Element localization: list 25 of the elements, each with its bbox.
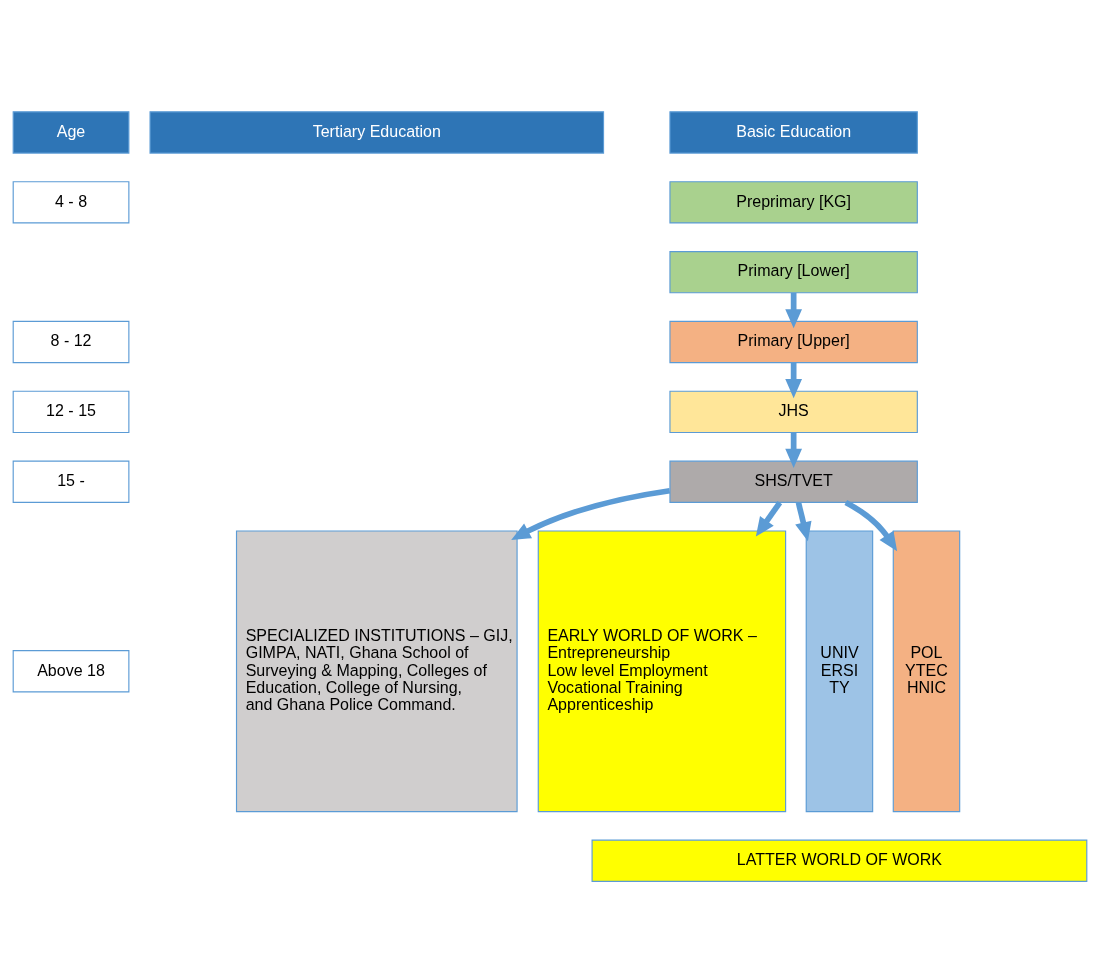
node-box: Preprimary [KG] [669, 181, 918, 224]
node-box: POL YTEC HNIC [892, 530, 961, 813]
node-box: 4 - 8 [12, 181, 130, 224]
node-box: 15 - [12, 460, 130, 503]
node-box: Age [12, 111, 130, 154]
node-box: 12 - 15 [12, 390, 130, 434]
arrow [755, 500, 783, 537]
node-box: JHS [669, 390, 918, 434]
arrow [511, 487, 671, 540]
arrow [785, 432, 802, 469]
node-box: Above 18 [12, 650, 130, 693]
node-box: SPECIALIZED INSTITUTIONS – GIJ, GIMPA, NATI, Ghana School of Surveying & Mapping, Colleges of Education, College of Nursing, and Ghana Police Command. [235, 530, 518, 813]
node-box: UNIV ERSI TY [805, 530, 874, 813]
node-box: LATTER WORLD OF WORK [591, 839, 1088, 882]
node-box: Primary [Lower] [669, 251, 918, 294]
arrow [795, 501, 812, 542]
node-box: SHS/TVET [669, 460, 918, 503]
node-box: 8 - 12 [12, 320, 130, 364]
node-box: Tertiary Education [149, 111, 605, 154]
arrow [844, 499, 898, 552]
arrow [785, 362, 802, 399]
node-box: Primary [Upper] [669, 320, 918, 364]
arrow [785, 292, 802, 329]
node-box: Basic Education [669, 111, 918, 154]
node-box: EARLY WORLD OF WORK – Entrepreneurship Low level Employment Vocational Training Apprenticeship [537, 530, 787, 813]
